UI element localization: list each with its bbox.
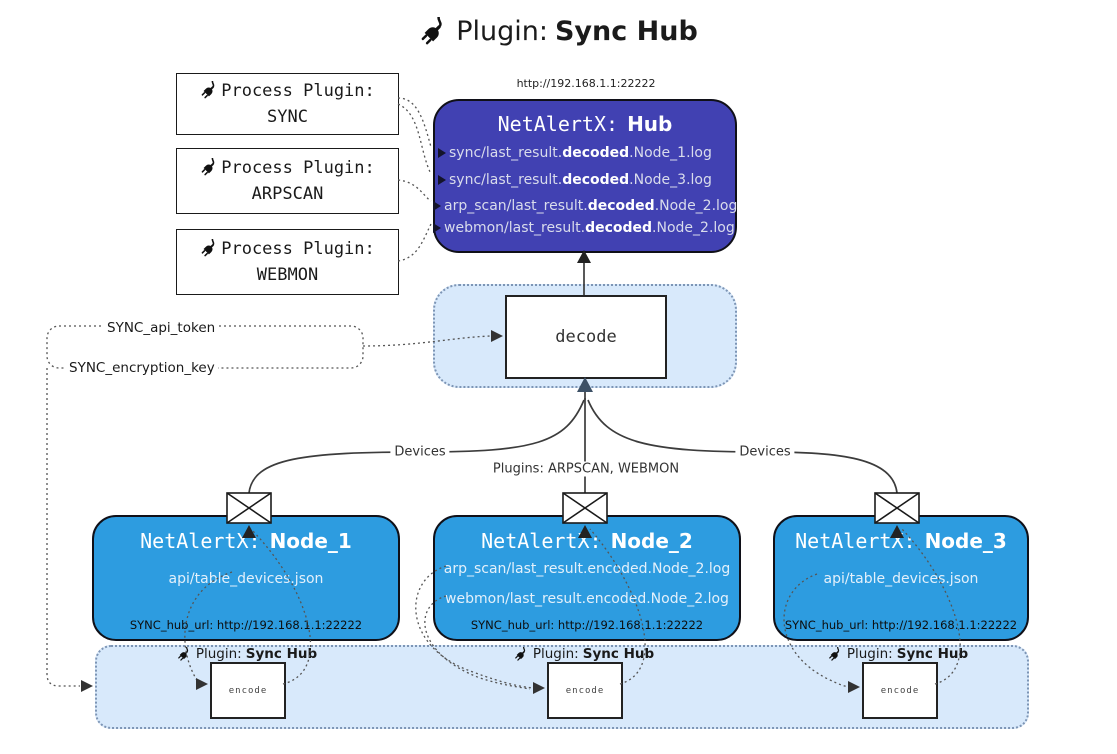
encode-box-1: encode <box>210 662 286 719</box>
node-hub-url: SYNC_hub_url: http://192.168.1.1:22222 <box>470 618 704 632</box>
decode-box: decode <box>505 295 667 379</box>
edge-keys-to-encode-band <box>46 368 80 687</box>
sync-api-token-label: SYNC_api_token <box>104 320 219 336</box>
page-title-bold: Sync Hub <box>554 16 698 47</box>
node-title-pre: NetAlertX: <box>481 529 602 553</box>
node-file: api/table_devices.json <box>168 571 324 587</box>
hub-box: NetAlertX: Hub sync/last_result.decoded.… <box>433 99 737 253</box>
arrow-right-icon <box>438 175 446 185</box>
encode-label: encode <box>565 685 605 696</box>
hub-title-bold: Hub <box>627 112 673 136</box>
arrow-right-icon <box>438 148 446 158</box>
process-plugin-label: Process Plugin: <box>221 157 375 178</box>
arrow-into-encode-band <box>81 680 93 692</box>
node-title-pre: NetAlertX: <box>140 529 261 553</box>
plug-icon <box>827 646 843 662</box>
edge-label-plugins-middle: Plugins: ARPSCAN, WEBMON <box>488 461 684 477</box>
arrow-right-icon <box>433 201 441 211</box>
plug-icon <box>200 239 220 259</box>
process-plugin-name: WEBMON <box>256 265 319 285</box>
decode-label: decode <box>555 327 617 347</box>
plug-icon <box>419 16 450 47</box>
edge-webmon-to-hub <box>397 223 432 262</box>
node-title-bold: Node_1 <box>269 529 352 553</box>
arrow-right-icon <box>433 223 441 233</box>
hub-log-line: sync/last_result.decoded.Node_3.log <box>438 172 712 188</box>
node-box-node-1: NetAlertX: Node_1 api/table_devices.json… <box>92 515 400 641</box>
band-plugin-label-1: Plugin: Sync Hub <box>176 646 317 662</box>
edge-arpscan-to-hub <box>397 179 432 202</box>
node-title-pre: NetAlertX: <box>795 529 916 553</box>
hub-log-line: webmon/last_result.decoded.Node_2.log <box>433 220 735 236</box>
process-plugin-name: ARPSCAN <box>251 184 324 204</box>
node-box-node-3: NetAlertX: Node_3 api/table_devices.json… <box>773 515 1029 641</box>
node-title-bold: Node_2 <box>610 529 693 553</box>
encode-box-2: encode <box>547 662 623 719</box>
process-plugin-box-arpscan: Process Plugin: ARPSCAN <box>176 148 399 214</box>
process-plugin-name: SYNC <box>267 107 308 127</box>
plug-icon <box>200 81 220 101</box>
plug-icon <box>513 646 529 662</box>
plug-icon <box>200 158 220 178</box>
process-plugin-box-webmon: Process Plugin: WEBMON <box>176 229 399 295</box>
page-title: Plugin: Sync Hub <box>0 16 1117 47</box>
node-hub-url: SYNC_hub_url: http://192.168.1.1:22222 <box>784 618 1018 632</box>
hub-log-line: sync/last_result.decoded.Node_1.log <box>438 145 712 161</box>
process-plugin-label: Process Plugin: <box>221 238 375 259</box>
node-file: webmon/last_result.encoded.Node_2.log <box>445 591 729 607</box>
edge-sync-to-hub-2 <box>397 103 432 175</box>
plug-icon <box>176 646 192 662</box>
process-plugin-label: Process Plugin: <box>221 80 375 101</box>
node-hub-url: SYNC_hub_url: http://192.168.1.1:22222 <box>129 618 363 632</box>
edge-sync-to-hub-1 <box>397 97 432 148</box>
edge-label-devices-left: Devices <box>390 444 450 460</box>
band-plugin-label-2: Plugin: Sync Hub <box>513 646 654 662</box>
sync-encryption-key-label: SYNC_encryption_key <box>66 360 218 376</box>
band-plugin-label-3: Plugin: Sync Hub <box>827 646 968 662</box>
encode-box-3: encode <box>862 662 938 719</box>
hub-title-pre: NetAlertX: <box>497 112 619 136</box>
encode-label: encode <box>880 685 920 696</box>
node-box-node-2: NetAlertX: Node_2 arp_scan/last_result.e… <box>433 515 741 641</box>
encode-label: encode <box>228 685 268 696</box>
page-title-pre: Plugin: <box>456 16 548 47</box>
node-title-bold: Node_3 <box>924 529 1007 553</box>
node-file: api/table_devices.json <box>823 571 979 587</box>
process-plugin-box-sync: Process Plugin: SYNC <box>176 73 399 135</box>
edge-label-devices-right: Devices <box>735 444 795 460</box>
hub-log-line: arp_scan/last_result.decoded.Node_2.log <box>433 198 737 214</box>
hub-url: http://192.168.1.1:22222 <box>516 77 656 90</box>
node-file: arp_scan/last_result.encoded.Node_2.log <box>443 561 731 577</box>
